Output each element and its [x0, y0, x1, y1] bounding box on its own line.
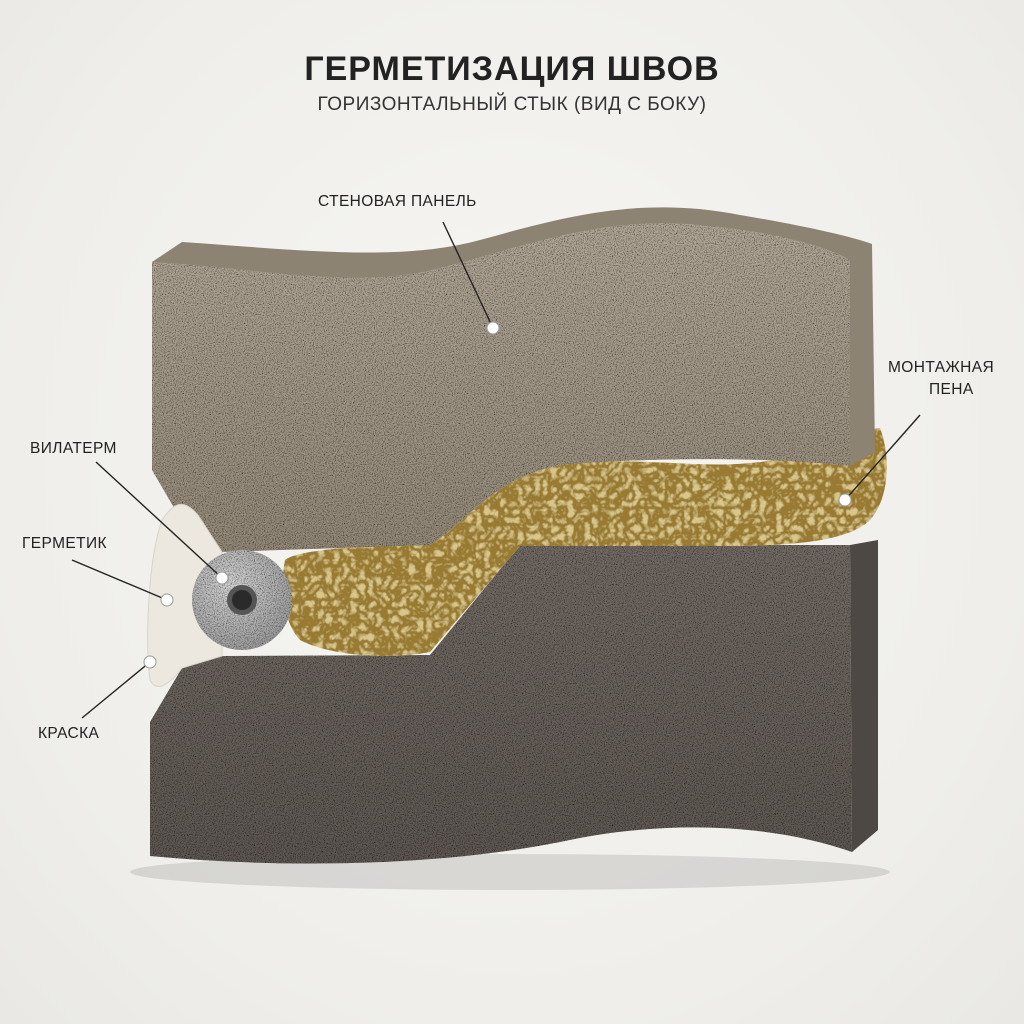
label-sealant: ГЕРМЕТИК: [22, 535, 107, 552]
label-vilaterm: ВИЛАТЕРМ: [30, 440, 117, 457]
mounting-foam: [282, 428, 887, 656]
diagram-subtitle: ГОРИЗОНТАЛЬНЫЙ СТЫК (ВИД С БОКУ): [317, 94, 707, 115]
label-wall-panel: СТЕНОВАЯ ПАНЕЛЬ: [318, 193, 477, 210]
pointer-dot-foam: [838, 493, 852, 507]
label-paint: КРАСКА: [38, 725, 100, 742]
label-foam-line2: ПЕНА: [929, 381, 974, 398]
leader-lines: [71, 221, 921, 719]
pointer-dot-paint: [143, 655, 157, 669]
pointer-dot-sealant: [160, 593, 174, 607]
label-foam-line1: МОНТАЖНАЯ: [888, 359, 995, 376]
upper-panel: [152, 207, 875, 552]
sealant-bead: [147, 503, 223, 687]
diagram-title: ГЕРМЕТИЗАЦИЯ ШВОВ: [304, 50, 720, 88]
lower-panel: [150, 540, 878, 864]
pointer-dot-wall-panel: [486, 321, 500, 335]
pointer-dot-vilaterm: [215, 571, 229, 585]
